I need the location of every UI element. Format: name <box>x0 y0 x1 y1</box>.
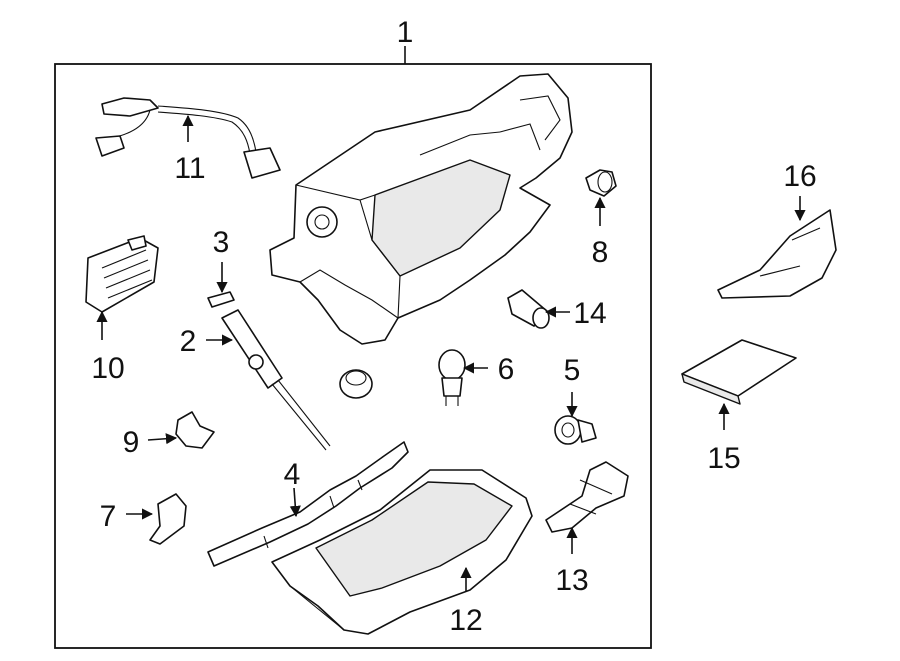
callout-8: 8 <box>592 236 609 269</box>
part-4-rail <box>207 441 409 567</box>
callout-7: 7 <box>100 500 117 533</box>
part-13-lock-bracket <box>545 461 629 533</box>
part-10-vent-grille <box>85 235 159 313</box>
grommet <box>339 369 373 399</box>
part-12-glove-box-door <box>271 469 533 635</box>
part-7-bracket <box>149 493 187 545</box>
callout-9-leader <box>147 433 178 445</box>
part-11-wiring-harness <box>95 97 281 179</box>
callout-2: 2 <box>180 325 197 358</box>
callout-1: 1 <box>397 16 414 49</box>
callout-9: 9 <box>123 426 140 459</box>
part-3-clip <box>207 291 235 308</box>
part-16-trim-cover <box>717 209 837 299</box>
callout-10: 10 <box>91 352 124 385</box>
callout-11: 11 <box>174 152 205 185</box>
callout-3: 3 <box>213 226 230 259</box>
part-5-socket <box>554 415 597 445</box>
callout-13: 13 <box>555 564 588 597</box>
callout-16: 16 <box>783 160 816 193</box>
callout-6: 6 <box>498 353 515 386</box>
callout-4: 4 <box>284 458 301 491</box>
callout-14: 14 <box>573 297 606 330</box>
part-9-latch <box>175 411 215 449</box>
callout-4-leader <box>289 487 301 518</box>
part-14-bushing <box>507 289 550 329</box>
part-15-pad <box>681 339 797 405</box>
part-1-glove-box-housing <box>269 73 573 345</box>
callout-15: 15 <box>707 442 740 475</box>
part-8-bumper <box>585 169 617 197</box>
part-6-bulb <box>438 349 466 406</box>
callout-5: 5 <box>564 354 581 387</box>
part-2-damper-strut <box>221 309 331 451</box>
callout-12: 12 <box>449 604 482 637</box>
assembly-frame <box>54 63 652 649</box>
